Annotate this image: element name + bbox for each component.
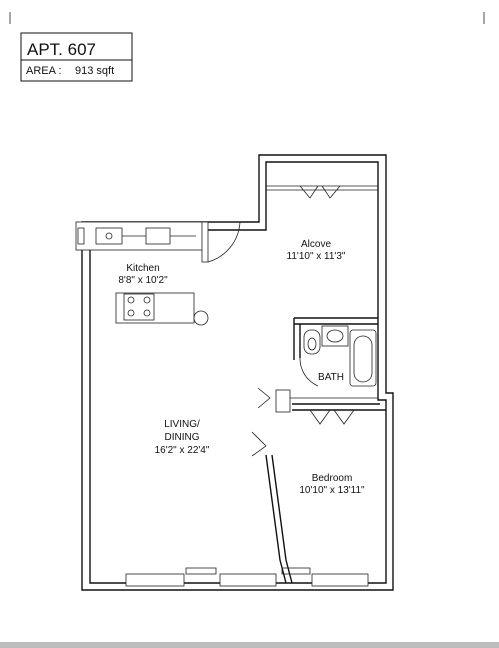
bath-walls [293, 317, 378, 360]
bedroom-closet-doors [309, 409, 355, 425]
toilet [303, 329, 321, 355]
title-box: APT. 607 AREA : 913 sqft [20, 32, 133, 82]
kitchen-island [115, 292, 209, 326]
windows [125, 567, 369, 587]
kitchen-counter [75, 221, 205, 251]
room-labels: Alcove 11'10" x 11'3" Kitchen 8'8" x 10'… [118, 239, 365, 496]
kitchen-sink [95, 227, 123, 245]
outer-walls [81, 154, 394, 591]
alcove-size: 11'10" x 11'3" [287, 251, 346, 262]
bathtub [349, 329, 377, 387]
bedroom-size: 10'10" x 13'11" [299, 485, 365, 496]
column [193, 310, 209, 326]
kitchen-name: Kitchen [126, 263, 159, 274]
living-name-line2: DINING [165, 432, 200, 443]
hall-closet [251, 387, 378, 457]
apartment-number: APT. 607 [27, 40, 96, 59]
bottom-strip [0, 642, 499, 648]
bath-sink [321, 325, 349, 347]
bedroom-name: Bedroom [312, 473, 353, 484]
area-value: 913 sqft [75, 65, 114, 77]
bath-fixtures [299, 325, 377, 387]
alcove-closet-doors [266, 185, 378, 199]
area-label: AREA : [26, 65, 61, 77]
bath-name: BATH [318, 372, 344, 383]
interior-wall-bedroom [265, 454, 293, 584]
dishwasher [145, 227, 171, 245]
alcove-name: Alcove [301, 239, 331, 250]
living-size: 16'2" x 22'4" [155, 445, 210, 456]
kitchen-size: 8'8" x 10'2" [118, 275, 168, 286]
entry-door [201, 221, 241, 263]
living-name-line1: LIVING/ [164, 419, 200, 430]
title-frame [20, 32, 133, 82]
